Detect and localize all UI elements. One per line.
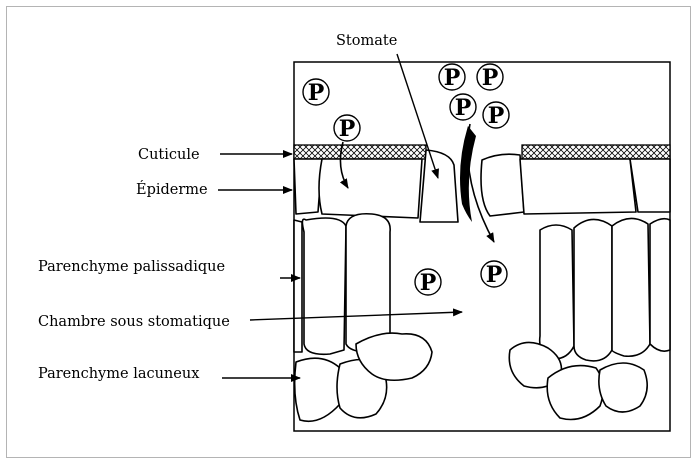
palisade-cell <box>302 218 346 354</box>
particle-p: P <box>415 269 441 296</box>
palisade-label: Parenchyme palissadique <box>38 259 225 275</box>
cuticle-band-left <box>294 145 426 159</box>
particle-p: P <box>477 64 503 91</box>
spongy-label: Parenchyme lacuneux <box>38 366 199 382</box>
particle-p: P <box>481 261 507 288</box>
stomate-label: Stomate <box>336 33 397 49</box>
spongy-cell <box>295 358 343 421</box>
spongy-cell <box>547 366 603 420</box>
epidermis-cell <box>520 159 636 214</box>
particle-p: P <box>439 64 465 91</box>
svg-text:P: P <box>488 103 505 129</box>
palisade-cell <box>540 225 574 359</box>
palisade-cell <box>650 219 670 351</box>
guard-cell-left <box>420 150 458 222</box>
palisade-cell <box>294 220 302 352</box>
palisade-cell <box>574 219 612 360</box>
particle-p: P <box>334 115 360 142</box>
svg-text:P: P <box>444 65 461 91</box>
cuticle-band-right <box>522 145 670 159</box>
spongy-cell <box>599 363 647 412</box>
svg-text:P: P <box>486 262 503 288</box>
particle-p: P <box>450 94 476 121</box>
svg-text:P: P <box>482 65 499 91</box>
particle-p: P <box>483 102 509 129</box>
palisade-cell <box>612 218 650 356</box>
epidermis-cell <box>294 159 322 214</box>
svg-text:P: P <box>308 80 325 106</box>
epidermis-label: Épiderme <box>136 180 208 198</box>
cuticle-label: Cuticule <box>138 147 200 163</box>
epidermis-cell <box>319 159 422 218</box>
palisade-cell <box>346 214 390 353</box>
chamber-label: Chambre sous stomatique <box>38 314 230 330</box>
svg-text:P: P <box>420 270 437 296</box>
svg-text:P: P <box>339 116 356 142</box>
svg-text:P: P <box>455 95 472 121</box>
guard-cell-right <box>481 154 524 216</box>
particle-p: P <box>303 79 329 106</box>
epidermis-cell <box>630 159 670 212</box>
